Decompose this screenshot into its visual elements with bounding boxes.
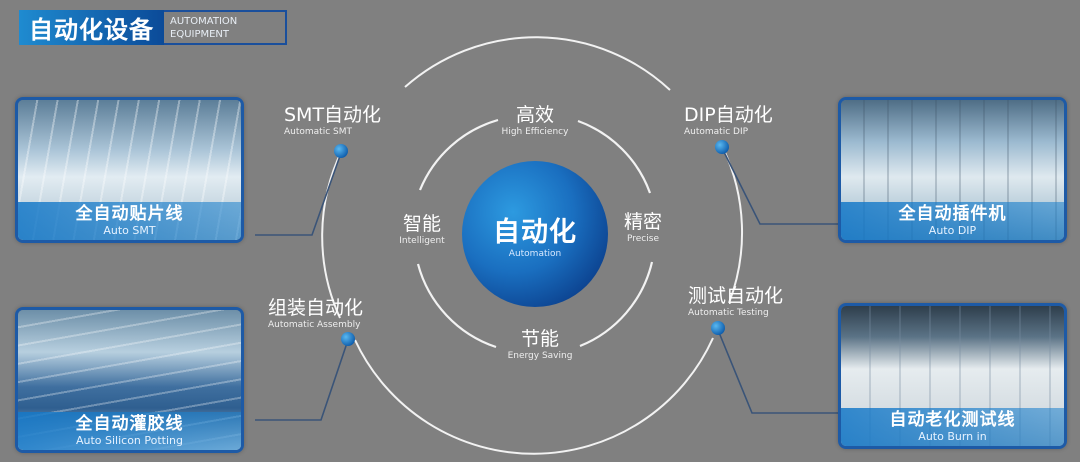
inner-label-precise: 精密 Precise [623, 211, 662, 244]
node-label-testing: 测试自动化 Automatic Testing [688, 285, 784, 318]
center-disk [462, 161, 608, 307]
card-caption: 全自动灌胶线 Auto Silicon Potting [18, 412, 241, 450]
card-caption: 全自动插件机 Auto DIP [841, 202, 1064, 240]
card-auto-dip: 全自动插件机 Auto DIP [838, 97, 1067, 243]
center-label: 自动化 Automation [462, 210, 608, 259]
connector-dots [334, 140, 729, 346]
header-title-en: AUTOMATION EQUIPMENT [164, 10, 287, 45]
inner-label-intelligent: 智能 Intelligent [399, 213, 445, 246]
header-title-cn: 自动化设备 [19, 10, 164, 45]
inner-label-high-efficiency: 高效 High Efficiency [501, 104, 569, 137]
connector-lines [255, 147, 838, 421]
card-caption: 全自动贴片线 Auto SMT [18, 202, 241, 240]
card-auto-silicon-potting: 全自动灌胶线 Auto Silicon Potting [15, 307, 244, 453]
header-title-en-line1: AUTOMATION [170, 15, 238, 27]
section-header: 自动化设备 AUTOMATION EQUIPMENT [19, 10, 287, 45]
center-title-en: Automation [508, 249, 562, 259]
header-title-en-line2: EQUIPMENT [170, 28, 230, 40]
node-label-dip: DIP自动化 Automatic DIP [684, 104, 773, 137]
center-title-cn: 自动化 [493, 217, 577, 248]
card-auto-burn-in: 自动老化测试线 Auto Burn in [838, 303, 1067, 449]
card-auto-smt: 全自动贴片线 Auto SMT [15, 97, 244, 243]
card-caption: 自动老化测试线 Auto Burn in [841, 408, 1064, 446]
node-label-assembly: 组装自动化 Automatic Assembly [268, 297, 364, 330]
middle-ring [416, 118, 654, 349]
node-label-smt: SMT自动化 Automatic SMT [284, 104, 382, 137]
inner-label-energy-saving: 节能 Energy Saving [507, 328, 573, 361]
